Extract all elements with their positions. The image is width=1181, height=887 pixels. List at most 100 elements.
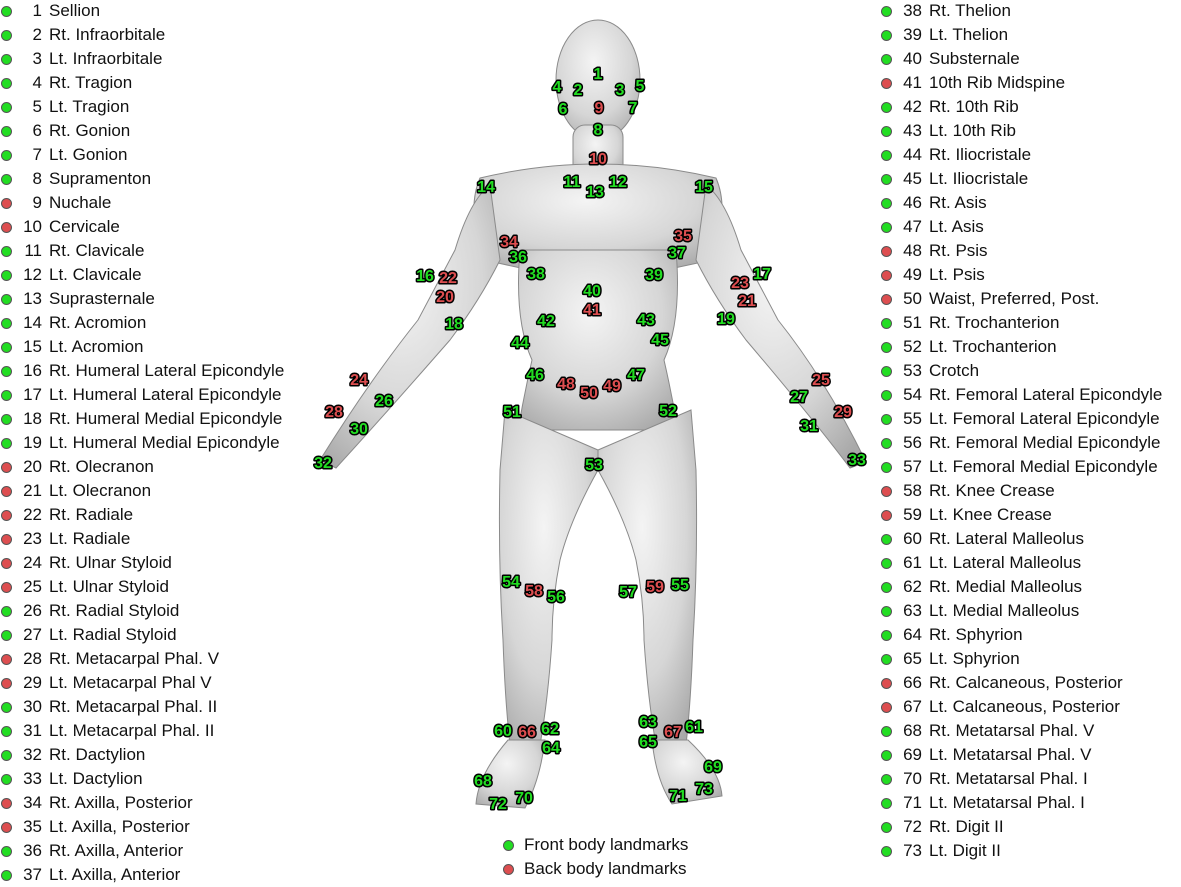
front-dot-icon: [881, 845, 892, 857]
front-dot-icon: [881, 629, 892, 641]
back-dot-icon: [1, 653, 12, 665]
landmark-name: Rt. Trochanterion: [929, 313, 1060, 332]
landmark-marker-8: 8: [594, 122, 603, 139]
landmark-marker-30: 30: [350, 421, 368, 438]
landmark-marker-45: 45: [651, 332, 669, 349]
front-dot-icon: [1, 29, 12, 41]
landmark-name: Lt. Radiale: [49, 529, 131, 548]
back-dot-icon: [1, 821, 12, 833]
landmark-number: 62: [903, 577, 922, 596]
landmark-marker-66: 66: [518, 724, 536, 741]
landmark-name: Lt. Lateral Malleolus: [929, 553, 1082, 572]
landmark-number: 46: [903, 193, 922, 212]
landmark-name: Lt. Sphyrion: [929, 649, 1020, 668]
landmark-number: 21: [23, 481, 42, 500]
landmark-name: Rt. Metatarsal Phal. I: [929, 769, 1088, 788]
landmark-marker-10: 10: [589, 151, 607, 168]
landmark-marker-67: 67: [664, 724, 682, 741]
landmark-name: Rt. Axilla, Posterior: [49, 793, 193, 812]
landmark-name: 10th Rib Midspine: [929, 73, 1066, 92]
landmark-marker-56: 56: [547, 589, 565, 606]
front-dot-icon: [1, 869, 12, 881]
back-dot-icon: [1, 485, 12, 497]
landmark-number: 5: [32, 97, 42, 116]
landmark-marker-9: 9: [595, 100, 604, 117]
landmark-number: 54: [903, 385, 922, 404]
landmark-name: Lt. Trochanterion: [929, 337, 1057, 356]
landmark-name: Rt. Thelion: [929, 1, 1011, 20]
back-dot-icon: [503, 863, 514, 875]
landmark-name: Rt. 10th Rib: [929, 97, 1019, 116]
landmark-number: 73: [903, 841, 922, 860]
back-dot-icon: [1, 557, 12, 569]
landmark-marker-70: 70: [515, 790, 533, 807]
landmark-name: Lt. Metatarsal Phal. I: [929, 793, 1085, 812]
legend-back-label: Back body landmarks: [524, 859, 687, 878]
landmark-name: Rt. Humeral Lateral Epicondyle: [49, 361, 285, 380]
front-dot-icon: [1, 629, 12, 641]
landmark-number: 14: [23, 313, 42, 332]
landmark-name: Lt. Metacarpal Phal V: [49, 673, 212, 692]
landmark-marker-31: 31: [800, 418, 818, 435]
legend-front: Front body landmarks: [503, 833, 688, 857]
landmark-number: 37: [23, 865, 42, 884]
front-dot-icon: [1, 749, 12, 761]
landmark-item: 28 Rt. Metacarpal Phal. V: [0, 647, 219, 671]
landmark-marker-59: 59: [646, 579, 664, 596]
landmark-marker-61: 61: [685, 719, 703, 736]
landmark-name: Cervicale: [49, 217, 120, 236]
landmark-name: Rt. Tragion: [49, 73, 133, 92]
front-dot-icon: [1, 605, 12, 617]
landmark-name: Lt. Femoral Medial Epicondyle: [929, 457, 1158, 476]
landmark-name: Lt. Asis: [929, 217, 984, 236]
landmark-name: Lt. Humeral Medial Epicondyle: [49, 433, 280, 452]
landmark-name: Rt. Olecranon: [49, 457, 154, 476]
landmark-number: 8: [32, 169, 42, 188]
front-dot-icon: [881, 389, 892, 401]
landmark-number: 28: [23, 649, 42, 668]
landmark-number: 13: [23, 289, 42, 308]
front-dot-icon: [881, 437, 892, 449]
landmark-name: Rt. Metacarpal Phal. V: [49, 649, 220, 668]
landmark-name: Rt. Sphyrion: [929, 625, 1023, 644]
front-dot-icon: [881, 341, 892, 353]
landmark-number: 9: [32, 193, 42, 212]
front-dot-icon: [1, 101, 12, 113]
landmark-number: 40: [903, 49, 922, 68]
landmark-name: Lt. Knee Crease: [929, 505, 1052, 524]
landmark-name: Rt. Radial Styloid: [49, 601, 180, 620]
front-dot-icon: [1, 365, 12, 377]
front-dot-icon: [881, 197, 892, 209]
landmark-number: 69: [903, 745, 922, 764]
landmark-name: Rt. Clavicale: [49, 241, 145, 260]
landmark-number: 1: [32, 1, 42, 20]
legend-front-label: Front body landmarks: [524, 835, 689, 854]
front-dot-icon: [1, 293, 12, 305]
back-dot-icon: [1, 677, 12, 689]
landmark-marker-54: 54: [502, 574, 520, 591]
landmark-marker-42: 42: [537, 313, 555, 330]
front-dot-icon: [881, 797, 892, 809]
